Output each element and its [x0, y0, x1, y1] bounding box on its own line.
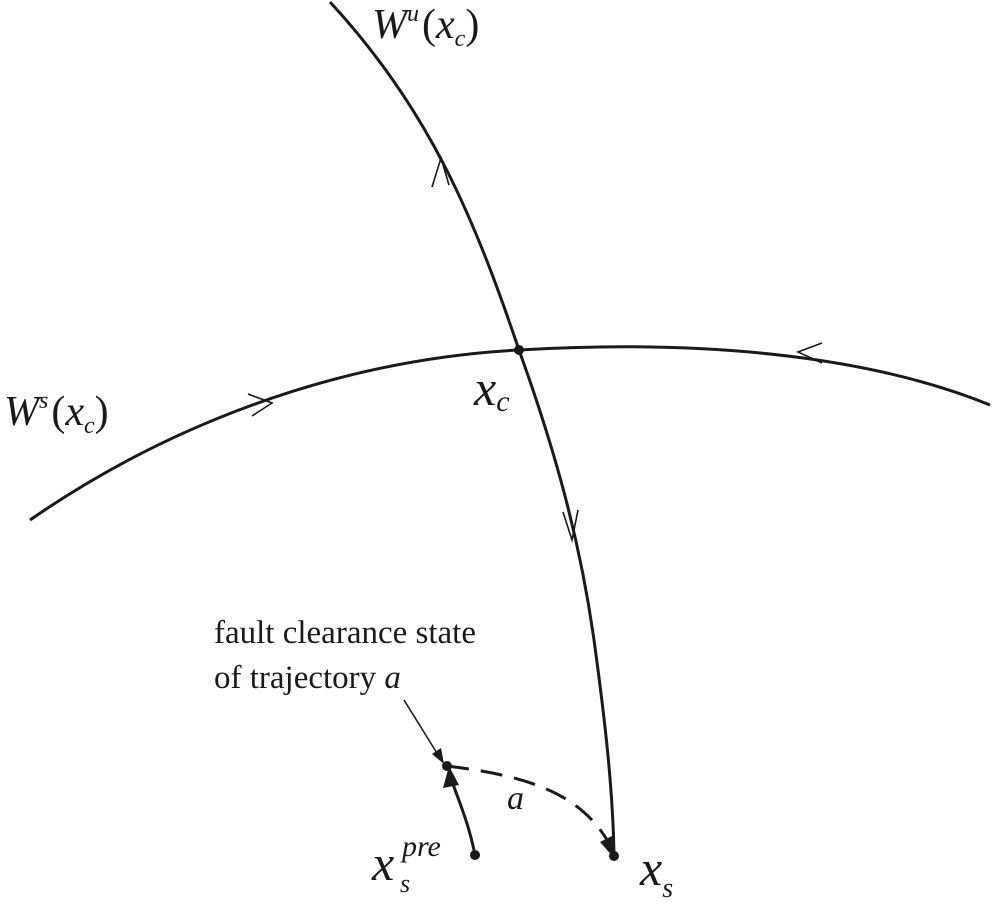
fault-on-trajectory-arrowhead: [443, 766, 459, 788]
annotation-line-1: fault clearance state: [214, 615, 476, 651]
trajectory-a-label: a: [507, 780, 524, 817]
pre-fault-state-superscript: pre: [400, 830, 441, 863]
stable-manifold-arrow-right: [247, 393, 274, 417]
stable-equilibrium-label: xs: [639, 840, 673, 902]
pre-fault-state-label: x: [371, 835, 394, 891]
annotation-pointer-line: [403, 699, 441, 759]
fault-on-trajectory: [449, 777, 477, 856]
critical-point-dot: [514, 345, 524, 355]
unstable-manifold-label: Wu(xc): [372, 1, 479, 52]
pre-fault-state-subscript: s: [400, 869, 410, 898]
unstable-manifold-arrow-up: [431, 155, 450, 188]
stable-manifold-label: Ws(xc): [4, 388, 109, 439]
unstable-manifold-arrow-down: [562, 509, 579, 544]
post-fault-trajectory-arrowhead: [600, 836, 614, 858]
annotation-line-2: of trajectory a: [214, 660, 401, 696]
stable-manifold-arrow-left: [795, 342, 823, 364]
annotation-pointer-arrowhead: [432, 748, 444, 764]
stable-manifold-curve: [29, 345, 991, 522]
critical-point-label: xc: [473, 360, 510, 418]
unstable-manifold-curve: [328, 0, 616, 857]
post-fault-trajectory-a: [446, 764, 612, 846]
